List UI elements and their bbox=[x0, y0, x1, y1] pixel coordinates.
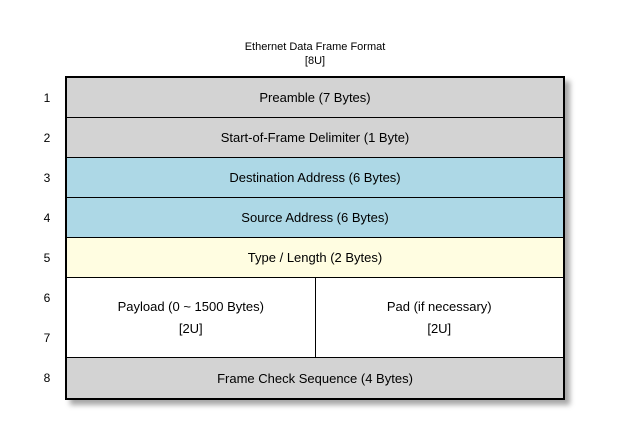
frame-row-fcs: Frame Check Sequence (4 Bytes) bbox=[67, 358, 563, 398]
frame-row-preamble: Preamble (7 Bytes) bbox=[67, 78, 563, 118]
frame-row-label: Frame Check Sequence (4 Bytes) bbox=[217, 370, 413, 386]
frame-row-payload-pad: Payload (0 ~ 1500 Bytes) [2U] Pad (if ne… bbox=[67, 278, 563, 358]
row-number-5: 5 bbox=[43, 251, 51, 265]
row-number-7: 7 bbox=[43, 331, 51, 345]
frame-row-label: Preamble (7 Bytes) bbox=[259, 90, 371, 105]
diagram-title: Ethernet Data Frame Format bbox=[244, 41, 386, 53]
payload-cell: Payload (0 ~ 1500 Bytes) [2U] bbox=[67, 278, 316, 357]
pad-cell: Pad (if necessary) [2U] bbox=[316, 278, 564, 357]
title-block: Ethernet Data Frame Format [8U] bbox=[65, 40, 565, 68]
row-number-2: 2 bbox=[43, 131, 51, 145]
ethernet-frame-table: Preamble (7 Bytes) Start-of-Frame Delimi… bbox=[65, 76, 565, 400]
pad-unit: [2U] bbox=[427, 320, 452, 336]
row-number-1: 1 bbox=[43, 91, 51, 105]
payload-label: Payload (0 ~ 1500 Bytes) bbox=[117, 298, 264, 314]
row-number-4: 4 bbox=[43, 211, 51, 225]
payload-unit: [2U] bbox=[178, 320, 203, 336]
row-number-column: 1 2 3 4 5 6 7 8 bbox=[34, 78, 60, 398]
frame-row-label: Source Address (6 Bytes) bbox=[241, 210, 389, 225]
row-number-3: 3 bbox=[43, 171, 51, 185]
frame-row-label: Type / Length (2 Bytes) bbox=[247, 250, 383, 265]
frame-row-label: Start-of-Frame Delimiter (1 Byte) bbox=[220, 130, 410, 145]
row-number-8: 8 bbox=[43, 371, 51, 385]
frame-row-source-address: Source Address (6 Bytes) bbox=[67, 198, 563, 238]
diagram-subtitle: [8U] bbox=[304, 55, 326, 67]
frame-row-type-length: Type / Length (2 Bytes) bbox=[67, 238, 563, 278]
frame-row-destination-address: Destination Address (6 Bytes) bbox=[67, 158, 563, 198]
pad-label: Pad (if necessary) bbox=[386, 298, 492, 314]
frame-row-label: Destination Address (6 Bytes) bbox=[229, 170, 401, 185]
frame-row-sfd: Start-of-Frame Delimiter (1 Byte) bbox=[67, 118, 563, 158]
row-number-6: 6 bbox=[43, 291, 51, 305]
